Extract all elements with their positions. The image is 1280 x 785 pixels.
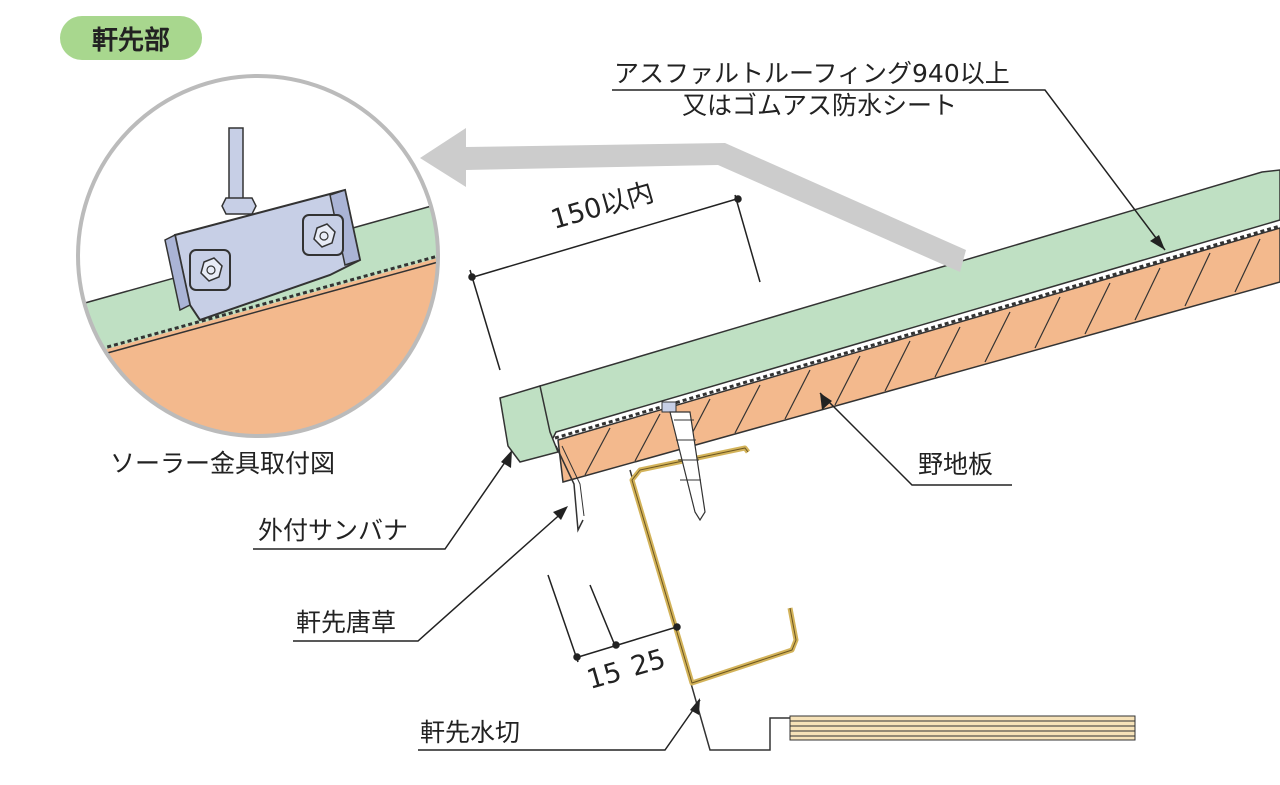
leader-roofing [612, 89, 1166, 251]
sheathing-hatch [584, 238, 1261, 476]
leader-sheathing [819, 392, 1012, 486]
leader-outer-trim [253, 454, 511, 550]
drip-label: 軒先水切 [420, 718, 521, 747]
outer-trim-label: 外付サンバナ [258, 516, 409, 545]
karakusa-flashing [555, 445, 584, 533]
detail-caption: ソーラー金具取付図 [110, 449, 336, 478]
dimension-bottom [547, 574, 681, 663]
outer-trim-shape [499, 385, 560, 463]
sheathing-board [557, 227, 1280, 483]
leader-karakusa [293, 509, 566, 642]
detail-circle [76, 74, 440, 438]
roofing-label-line1: アスファルトルーフィング940以上 [614, 59, 1010, 88]
detail-arrow [420, 128, 966, 272]
screw [661, 401, 706, 522]
karakusa-label: 軒先唐草 [296, 608, 397, 637]
title-text: 軒先部 [91, 25, 170, 56]
leader-drip [418, 699, 701, 751]
roofing-label-line2: 又はゴムアス防水シート [682, 91, 958, 120]
title-badge: 軒先部 [60, 16, 202, 60]
drip-edge [629, 469, 840, 751]
sheathing-label: 野地板 [918, 450, 994, 479]
dimension-top [468, 194, 761, 371]
detail-view [78, 76, 438, 436]
lower-roof [789, 715, 1136, 741]
